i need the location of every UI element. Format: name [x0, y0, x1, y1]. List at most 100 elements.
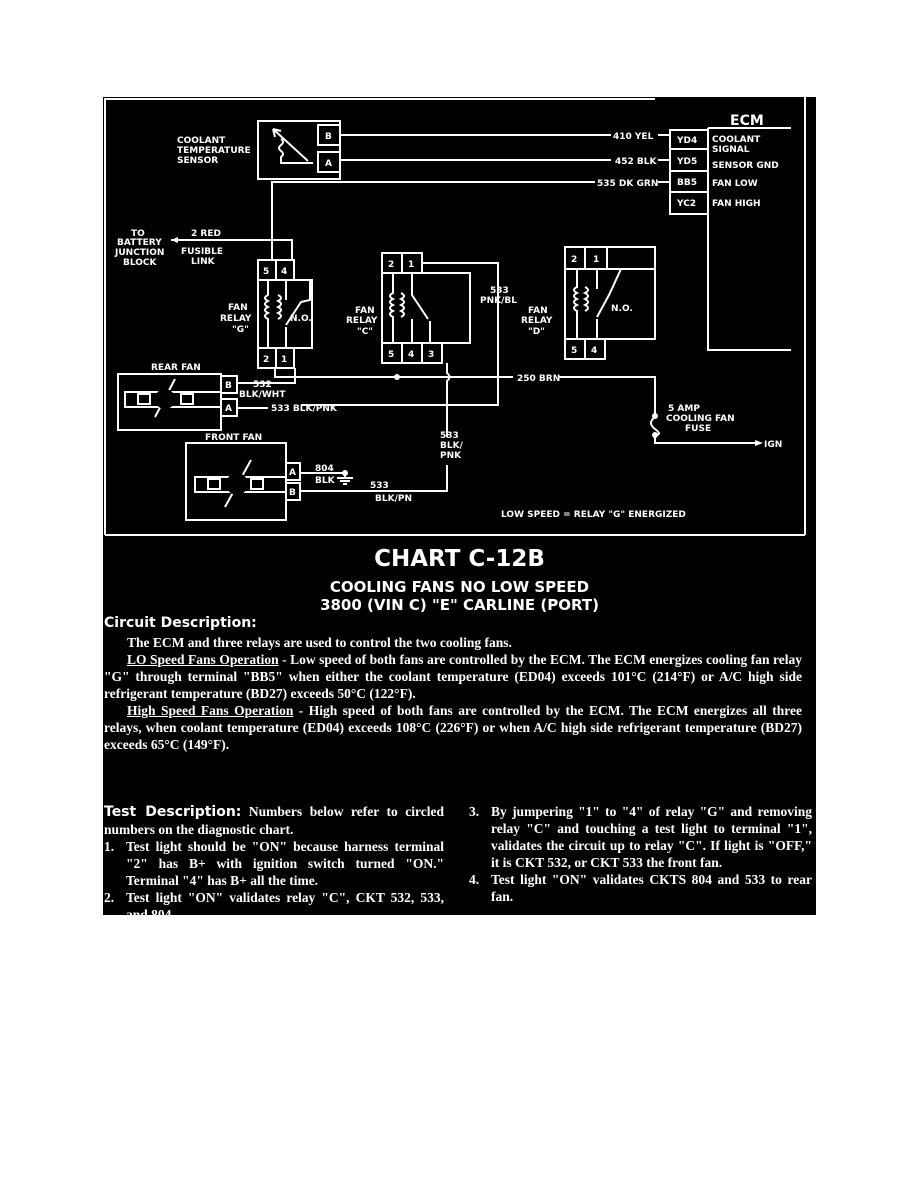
relay-g-term-5: 5: [263, 267, 269, 277]
wire-535: [271, 181, 595, 260]
front-fan-terminal-a: A: [289, 468, 296, 478]
wire-2red: [171, 239, 293, 260]
relay-c-term-1: 1: [408, 260, 414, 270]
ecm-label-fan-low: FAN LOW: [712, 179, 758, 189]
battery-label: TO: [131, 229, 145, 239]
wire-label-804-blk: BLK: [315, 476, 336, 486]
ecm-label-sensor-gnd: SENSOR GND: [712, 161, 779, 171]
sensor-label-2: TEMPERATURE: [177, 146, 251, 156]
sensor-label-3: SENSOR: [177, 156, 218, 166]
test-item-number: 3.: [469, 804, 480, 819]
relay-c-term-2: 2: [388, 260, 394, 270]
relay-coil-icon: [389, 273, 431, 343]
ecm-pin-yd5: YD5: [676, 157, 697, 167]
ecm-pin-yd4: YD4: [676, 136, 697, 146]
fusible-link-label: FUSIBLE: [181, 247, 223, 257]
wiring-diagram: ECM YD4 YD5 BB5 YC2 COOLANT SIGNAL SENSO…: [104, 97, 806, 536]
front-fan-label: FRONT FAN: [205, 433, 262, 443]
relay-d-label-3: "D": [528, 327, 545, 337]
wire-label-533-blkpnk: 533 BLK/PNK: [271, 404, 338, 414]
test-item-text: Test light "ON" validates CKTS 804 and 5…: [491, 872, 812, 904]
wire-label-blkpn: BLK/PN: [375, 494, 412, 504]
relay-g-label-2: RELAY: [220, 314, 252, 324]
wire-label-535: 535 DK GRN: [597, 179, 658, 189]
thermistor-icon: [272, 128, 313, 164]
test-item-number: 4.: [469, 872, 480, 887]
test-item-number: 1.: [104, 839, 115, 854]
ecm-pin-yc2: YC2: [676, 199, 696, 209]
wire-label-pnkbl: PNK/BL: [480, 296, 517, 306]
fuse-icon: [650, 416, 660, 436]
wire-label-452: 452 BLK: [615, 157, 658, 167]
wire-533-blkpn: [300, 465, 448, 492]
fuse-label-2: COOLING FAN: [666, 414, 735, 424]
lo-speed-paragraph: LO Speed Fans Operation - Low speed of b…: [104, 651, 802, 702]
chart-subtitle-1: COOLING FANS NO LOW SPEED: [329, 578, 590, 596]
test-description-heading: Test Description:: [104, 804, 242, 820]
test-description-left: Test Description: Numbers below refer to…: [104, 803, 444, 923]
wire-label-250: 250 BRN: [517, 374, 560, 384]
battery-label-2: BATTERY: [117, 238, 162, 248]
relay-c-label-3: "C": [357, 327, 373, 337]
wire-250-left: [274, 368, 393, 378]
wire-label-2red: 2 RED: [191, 229, 221, 239]
relay-g-term-4: 4: [281, 267, 287, 277]
wire-label-blk-v: BLK/: [440, 441, 464, 451]
circuit-description-heading: Circuit Description:: [104, 615, 257, 631]
relay-d-contact: N.O.: [611, 304, 633, 314]
test-item-4: 4. Test light "ON" validates CKTS 804 and…: [469, 871, 812, 905]
hi-speed-paragraph: High Speed Fans Operation - High speed o…: [104, 702, 802, 753]
wire-532: [237, 368, 296, 384]
rear-fan-label: REAR FAN: [151, 363, 201, 373]
sensor-terminal-a: A: [325, 159, 332, 169]
relay-coil-icon: [264, 280, 311, 348]
relay-c-term-3: 3: [428, 350, 434, 360]
low-speed-note: LOW SPEED = RELAY "G" ENERGIZED: [501, 510, 686, 520]
relay-g-contact: N.O.: [290, 314, 312, 324]
sensor-label: COOLANT: [177, 136, 226, 146]
fan-motor-icon: [194, 459, 287, 508]
relay-c-term-4: 4: [408, 350, 414, 360]
fusible-link-label-2: LINK: [191, 257, 216, 267]
test-item-number: 2.: [104, 890, 115, 905]
test-item-3: 3. By jumpering "1" to "4" of relay "G" a…: [469, 803, 812, 871]
wire-533-vertical: [446, 363, 451, 437]
relay-d-term-1: 1: [593, 255, 599, 265]
test-item-text: By jumpering "1" to "4" of relay "G" and…: [491, 804, 812, 870]
relay-d-term-5: 5: [571, 346, 577, 356]
relay-g-term-2: 2: [263, 355, 269, 365]
test-description-intro: Numbers below refer to circled numbers o…: [104, 804, 444, 837]
ign-label: IGN: [764, 440, 782, 450]
chart-title: CHART C-12B: [374, 546, 545, 572]
relay-d-label: FAN: [528, 306, 548, 316]
relay-c-label-2: RELAY: [346, 316, 378, 326]
wire-label-pnk-v: PNK: [440, 451, 462, 461]
hi-speed-title: High Speed Fans Operation: [127, 703, 294, 718]
arrow-icon: [755, 440, 763, 446]
wire-label-533-v: 533: [440, 431, 459, 441]
ecm-label-signal: SIGNAL: [712, 145, 750, 155]
test-item-text: Test light "ON" validates relay "C", CKT…: [126, 890, 444, 922]
wire-label-410: 410 YEL: [613, 132, 654, 142]
wire-label-blkwht: BLK/WHT: [239, 390, 286, 400]
wire-250-right: [558, 376, 656, 415]
ecm-label: ECM: [730, 113, 764, 129]
fuse-label-3: FUSE: [685, 424, 711, 434]
fan-motor-icon: [124, 378, 222, 418]
lo-speed-text: - Low speed of both fans are controlled …: [104, 652, 802, 701]
relay-c-term-5: 5: [388, 350, 394, 360]
circuit-intro: The ECM and three relays are used to con…: [127, 635, 512, 650]
wire-533-pnkbl: [301, 262, 499, 406]
test-item-2: 2. Test light "ON" validates relay "C", C…: [104, 889, 444, 923]
wire-label-533: 533: [490, 286, 509, 296]
lo-speed-title: LO Speed Fans Operation: [127, 652, 279, 667]
wire-ign: [654, 435, 755, 444]
wire-label-804: 804: [315, 464, 334, 474]
coolant-sensor: [257, 120, 341, 180]
sensor-terminal-b: B: [325, 132, 332, 142]
relay-g-term-1: 1: [281, 355, 287, 365]
ecm-label-coolant: COOLANT: [712, 135, 761, 145]
circuit-description: The ECM and three relays are used to con…: [104, 634, 802, 753]
wire-label-533-front: 533: [370, 481, 389, 491]
relay-c: [381, 272, 471, 344]
